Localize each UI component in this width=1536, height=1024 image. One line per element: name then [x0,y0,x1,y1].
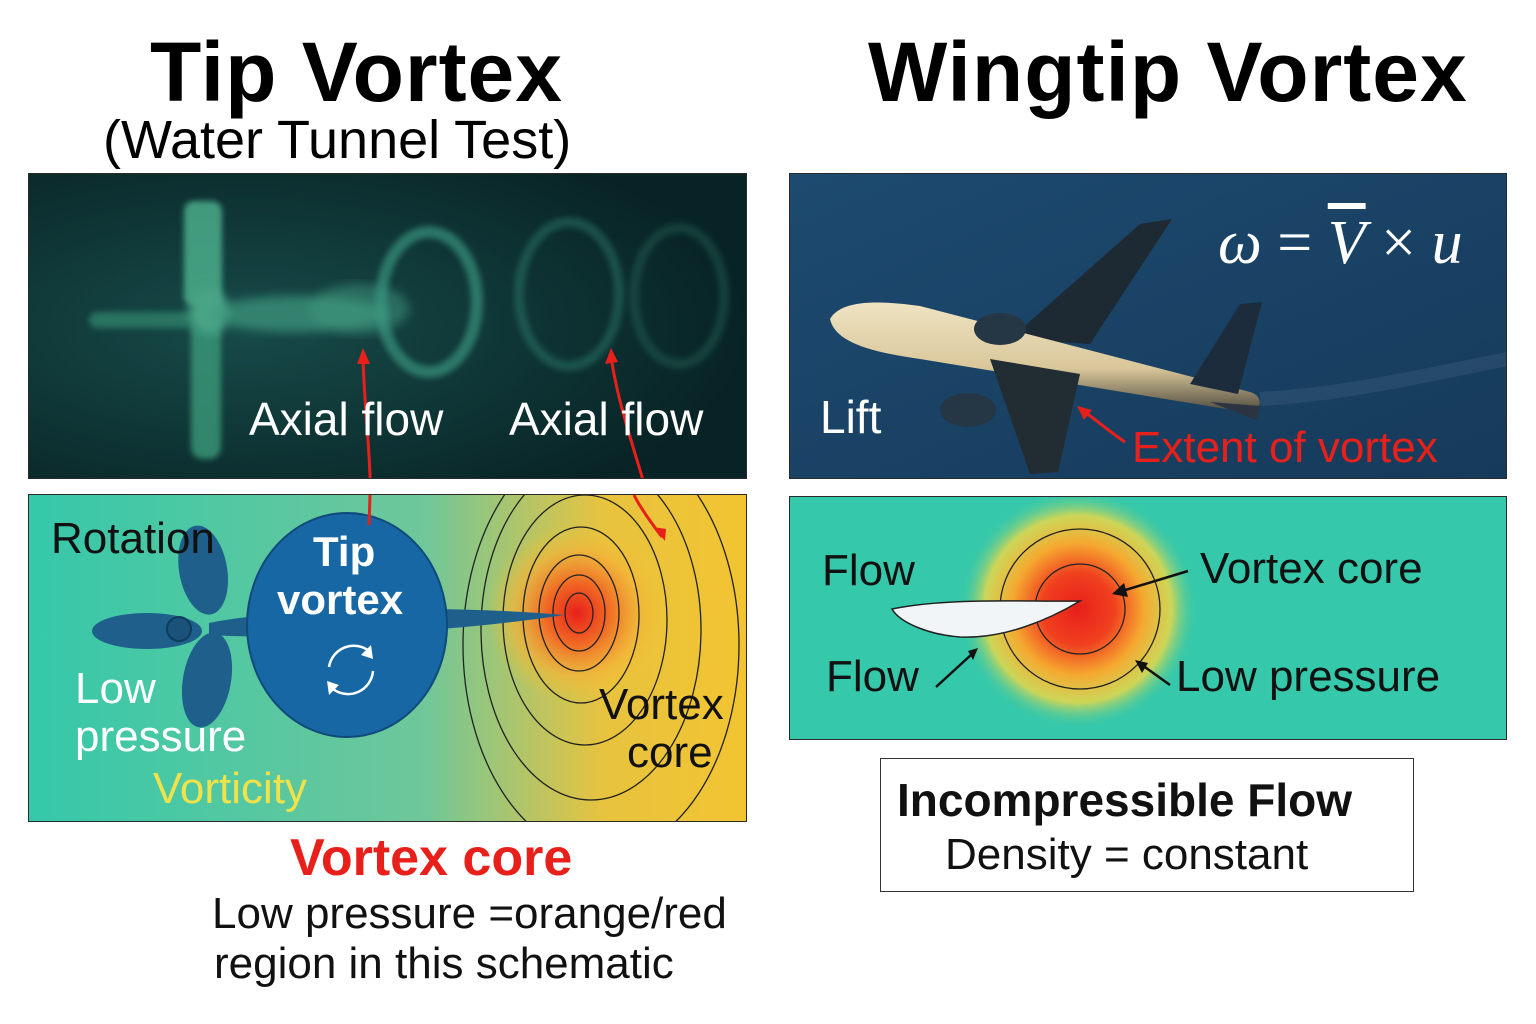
equals-sign: = [1261,209,1328,277]
right-title: Wingtip Vortex [868,25,1468,119]
lift-label: Lift [820,391,882,443]
tip-vortex-label-line2: vortex [277,576,404,623]
vortex-core-heading: Vortex core [290,829,573,887]
cross-sign: × [1365,209,1432,277]
vortex-core-arrow [1121,569,1189,593]
flow-label-bottom: Flow [826,652,919,701]
tip-vortex-schematic-drawing [29,495,746,821]
wingtip-vortex-schematic: Flow Flow Vortex core Low pressure [789,496,1507,740]
airplane-illustration [790,174,1506,478]
caption-line1: Low pressure =orange/red [212,889,727,938]
vorticity-label: Vorticity [153,764,308,813]
caption-line2: region in this schematic [214,939,674,988]
u-symbol: u [1431,209,1463,277]
axial-flow-arrow-1 [361,355,372,478]
wingtip-vortex-drawing [890,497,1198,729]
vorticity-equation: ω = V × u [1218,212,1463,274]
axial-flow-label-1: Axial flow [249,393,444,445]
vortex-core-label: Vortex core [1200,544,1423,593]
flow-arrow [935,653,973,688]
velocity-v: V [1327,209,1366,277]
density-line: Density = constant [945,830,1309,879]
tip-vortex-schematic: Rotation Tip vortex Low pressure Vortici… [28,494,747,822]
axial-flow-arrow-1-lower [367,495,372,526]
flow-label-top: Flow [822,546,915,595]
incompressible-heading: Incompressible Flow [897,774,1352,826]
incompressible-flow-box: Incompressible Flow Density = constant [880,758,1414,892]
low-pressure-label-line1: Low [75,664,156,713]
rotation-label: Rotation [51,514,215,563]
airplane-photo: ω = V × u Lift Extent of vortex [789,173,1507,479]
airfoil-icon [890,600,1083,638]
axial-flow-arrow-2 [609,355,644,478]
omega-symbol: ω [1218,209,1262,277]
low-pressure-label: Low pressure [1176,652,1441,701]
water-tunnel-illustration [29,174,746,478]
low-pressure-label-line2: pressure [75,712,247,761]
left-subtitle: (Water Tunnel Test) [103,110,572,170]
low-pressure-arrow [1141,663,1171,687]
vortex-core-label-line1: Vortex [599,680,724,729]
extent-of-vortex-label: Extent of vortex [1132,423,1438,472]
vortex-core-label-line2: core [627,728,713,777]
tip-vortex-label-line1: Tip [313,528,376,575]
left-title: Tip Vortex [150,25,563,119]
rotation-icon [327,644,375,696]
axial-flow-label-2: Axial flow [509,393,704,445]
propeller-icon [92,525,233,728]
water-tunnel-photo: Axial flow Axial flow [28,173,747,479]
